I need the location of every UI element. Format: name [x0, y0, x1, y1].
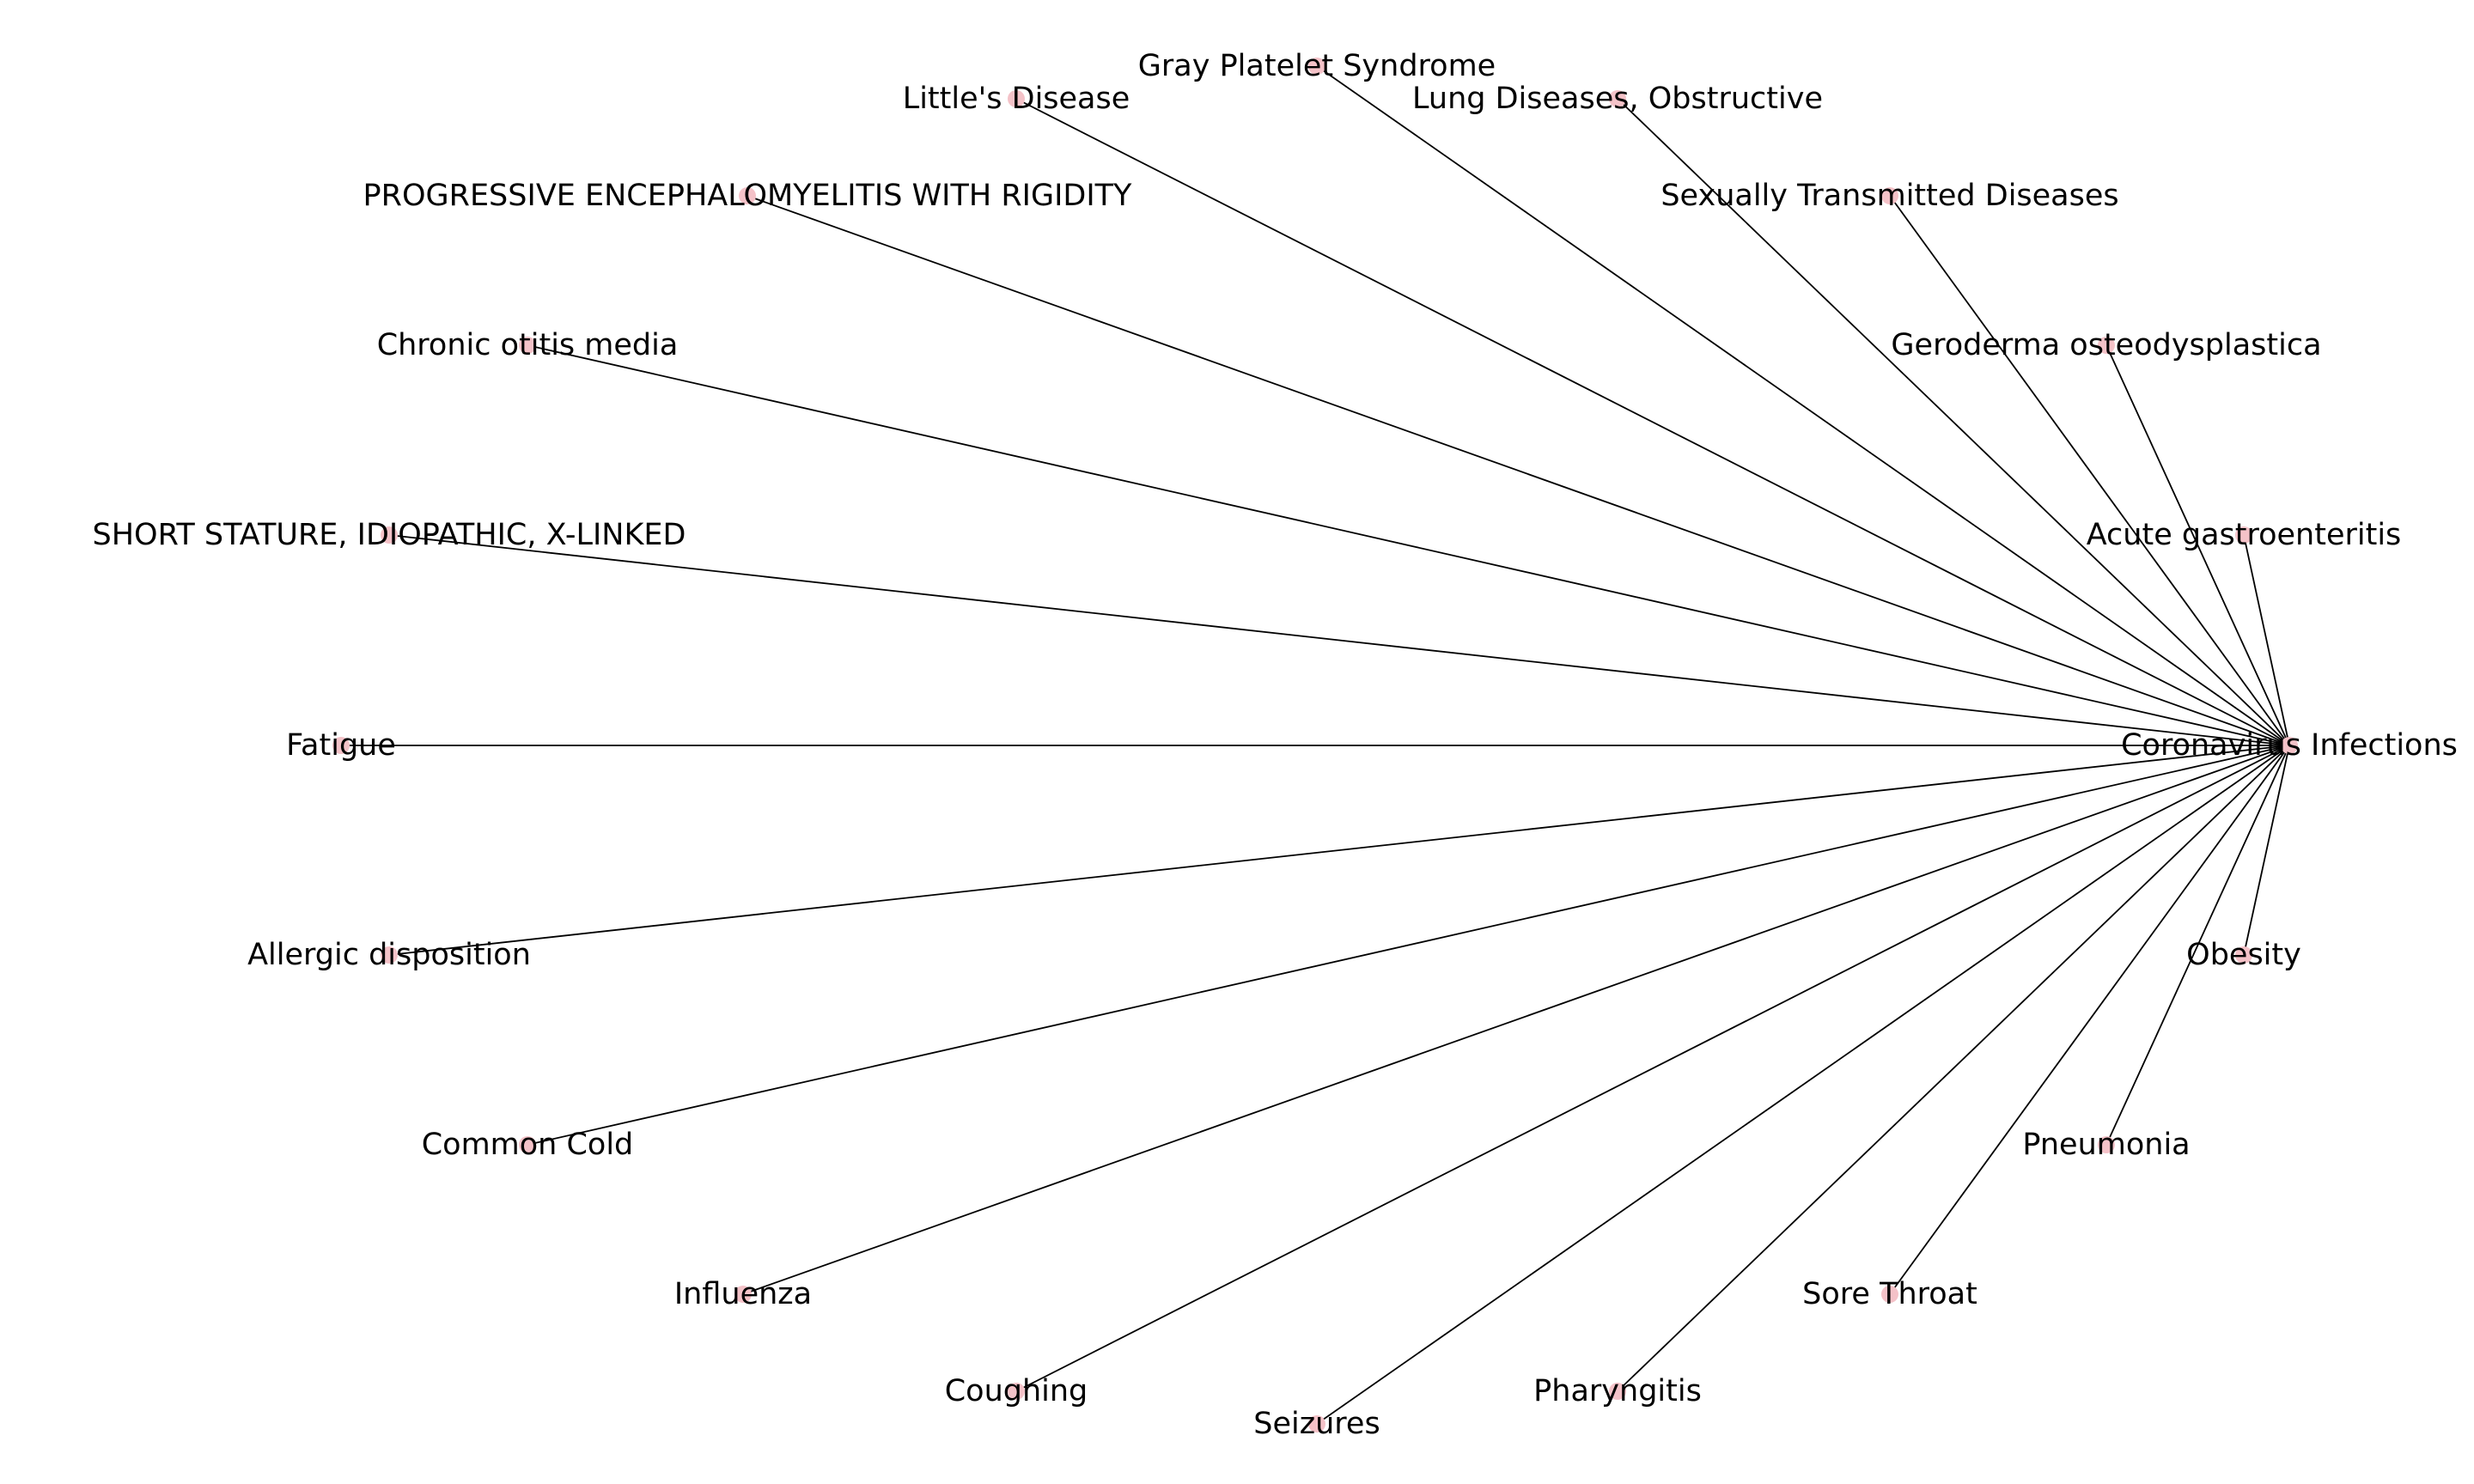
edge-coronavirus-infections-to-seizures [1316, 745, 2290, 1425]
node-label-short-stature-idiopathic-x-linked: SHORT STATURE, IDIOPATHIC, X-LINKED [93, 518, 686, 552]
edge-coronavirus-infections-to-geroderma-osteodysplastica [2105, 344, 2290, 746]
edge-coronavirus-infections-to-pharyngitis [1617, 745, 2290, 1392]
node-seizures [1308, 1415, 1325, 1432]
edge-coronavirus-infections-to-sore-throat [1889, 745, 2290, 1295]
node-label-acute-gastroenteritis: Acute gastroenteritis [2087, 518, 2402, 552]
node-coughing [1008, 1383, 1025, 1400]
edge-coronavirus-infections-to-progressive-encephalomyelitis-with-rigidity [746, 195, 2290, 746]
node-pharyngitis [1609, 1383, 1626, 1400]
node-fatigue [332, 737, 350, 754]
edge-coronavirus-infections-to-chronic-otitis-media [527, 344, 2290, 746]
node-label-pharyngitis: Pharyngitis [1533, 1374, 1702, 1408]
node-geroderma-osteodysplastica [2098, 337, 2115, 354]
edge-coronavirus-infections-to-gray-platelet-syndrome [1316, 65, 2290, 746]
node-sore-throat [1881, 1286, 1898, 1303]
node-label-coronavirus-infections: Coronavirus Infections [2121, 728, 2458, 763]
edge-coronavirus-infections-to-pneumonia [2105, 745, 2290, 1146]
edge-coronavirus-infections-to-acute-gastroenteritis [2243, 534, 2290, 746]
nodes-layer [332, 58, 2298, 1432]
node-label-sexually-transmitted-diseases: Sexually Transmitted Diseases [1661, 179, 2118, 213]
node-label-pneumonia: Pneumonia [2022, 1128, 2190, 1162]
edge-coronavirus-infections-to-sexually-transmitted-diseases [1889, 195, 2290, 746]
node-label-influenza: Influenza [674, 1277, 812, 1311]
node-progressive-encephalomyelitis-with-rigidity [739, 187, 756, 204]
node-short-stature-idiopathic-x-linked [381, 526, 398, 544]
node-label-fatigue: Fatigue [286, 728, 396, 763]
node-label-progressive-encephalomyelitis-with-rigidity: PROGRESSIVE ENCEPHALOMYELITIS WITH RIGID… [363, 179, 1133, 213]
labels-layer: Coronavirus Infections Gray Platelet Synd… [93, 49, 2458, 1441]
node-allergic-disposition [381, 946, 398, 964]
node-label-obesity: Obesity [2186, 938, 2301, 972]
edge-coronavirus-infections-to-allergic-disposition [388, 745, 2290, 956]
node-coronavirus-infections [2281, 737, 2298, 754]
edges-layer [341, 65, 2290, 1425]
node-label-geroderma-osteodysplastica: Geroderma osteodysplastica [1891, 328, 2321, 362]
node-sexually-transmitted-diseases [1881, 187, 1898, 204]
edge-coronavirus-infections-to-common-cold [527, 745, 2290, 1146]
node-gray-platelet-syndrome [1308, 58, 1325, 75]
node-label-chronic-otitis-media: Chronic otitis media [377, 328, 679, 362]
node-label-seizures: Seizures [1253, 1407, 1380, 1441]
node-pneumonia [2098, 1136, 2115, 1153]
node-label-sore-throat: Sore Throat [1802, 1277, 1977, 1311]
edge-coronavirus-infections-to-lung-diseases-obstructive [1617, 98, 2290, 746]
node-influenza [734, 1286, 752, 1303]
node-little-s-disease [1008, 90, 1025, 107]
node-label-allergic-disposition: Allergic disposition [247, 938, 531, 972]
node-label-coughing: Coughing [945, 1374, 1088, 1408]
node-obesity [2235, 946, 2252, 964]
edge-coronavirus-infections-to-short-stature-idiopathic-x-linked [388, 534, 2290, 746]
node-chronic-otitis-media [519, 337, 536, 354]
node-label-gray-platelet-syndrome: Gray Platelet Syndrome [1138, 49, 1496, 83]
edge-coronavirus-infections-to-influenza [742, 745, 2290, 1295]
node-label-little-s-disease: Little's Disease [903, 82, 1130, 116]
edge-coronavirus-infections-to-little-s-disease [1015, 98, 2290, 746]
node-acute-gastroenteritis [2235, 526, 2252, 544]
node-label-common-cold: Common Cold [422, 1128, 634, 1162]
edge-coronavirus-infections-to-coughing [1015, 745, 2290, 1392]
node-lung-diseases-obstructive [1609, 90, 1626, 107]
node-common-cold [519, 1136, 536, 1153]
node-label-lung-diseases-obstructive: Lung Diseases, Obstructive [1412, 82, 1823, 116]
edge-coronavirus-infections-to-obesity [2243, 745, 2290, 956]
